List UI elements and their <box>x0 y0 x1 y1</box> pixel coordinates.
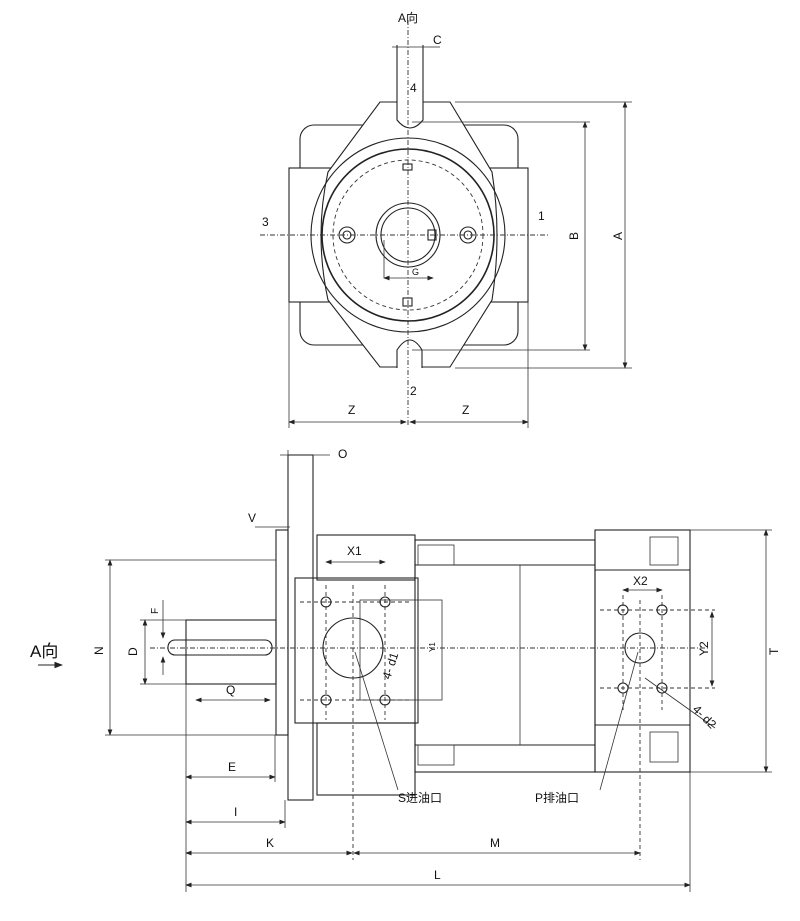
dim-i-label: I <box>234 805 237 819</box>
port-1-label: 1 <box>538 209 545 223</box>
dim-o-label: O <box>338 447 347 461</box>
suction-port-block <box>294 577 419 724</box>
pilot-plate <box>275 529 289 736</box>
shaft <box>185 619 277 685</box>
dim-y1-label: Y1 <box>428 642 437 652</box>
dim-z-right-label: Z <box>462 403 469 417</box>
dim-x2-label: X2 <box>633 574 648 588</box>
dim-q-label: Q <box>226 683 235 697</box>
port-3-label: 3 <box>262 215 269 229</box>
top-notch <box>402 163 413 171</box>
holes-d1-label: 4- d1 <box>380 650 402 681</box>
holes-d2-label: 4- d2 <box>690 702 719 731</box>
dim-k-label: K <box>266 836 274 850</box>
dim-e-label: E <box>228 760 236 774</box>
dim-z-left-label: Z <box>348 403 355 417</box>
port-4-label: 4 <box>410 81 417 95</box>
dim-t-label: T <box>767 647 781 655</box>
dim-a-label: A <box>611 232 625 240</box>
dim-v-label: V <box>248 511 256 525</box>
dim-y2-label: Y2 <box>697 641 711 656</box>
dim-x1-label: X1 <box>347 544 362 558</box>
a-direction-label: A向 <box>398 10 418 25</box>
port-2-label: 2 <box>410 384 417 398</box>
flange-plate <box>287 454 314 801</box>
bottom-notch <box>402 297 413 307</box>
rear-cover <box>594 529 691 773</box>
dim-f-label: F <box>150 608 161 614</box>
dim-b-label: B <box>567 232 581 240</box>
top-view: G C A向 4 1 3 2 B A Z Z <box>260 10 632 428</box>
dim-d-label: D <box>126 647 140 656</box>
side-view: X1 Y1 4- d1 S进油口 X2 Y2 4- d2 P排油口 N D F … <box>30 447 781 892</box>
suction-port-label: S进油口 <box>398 791 442 805</box>
dim-g-label: G <box>412 267 419 277</box>
pressure-port-label: P排油口 <box>535 791 579 805</box>
dim-l-label: L <box>434 868 441 882</box>
a-direction-side-label: A向 <box>30 642 58 661</box>
mounting-flange <box>320 101 498 368</box>
dim-n-label: N <box>92 646 106 655</box>
dim-c-label: C <box>433 33 442 47</box>
shaft-key <box>167 639 273 656</box>
dim-m-label: M <box>490 836 500 850</box>
top-slot <box>396 45 424 129</box>
